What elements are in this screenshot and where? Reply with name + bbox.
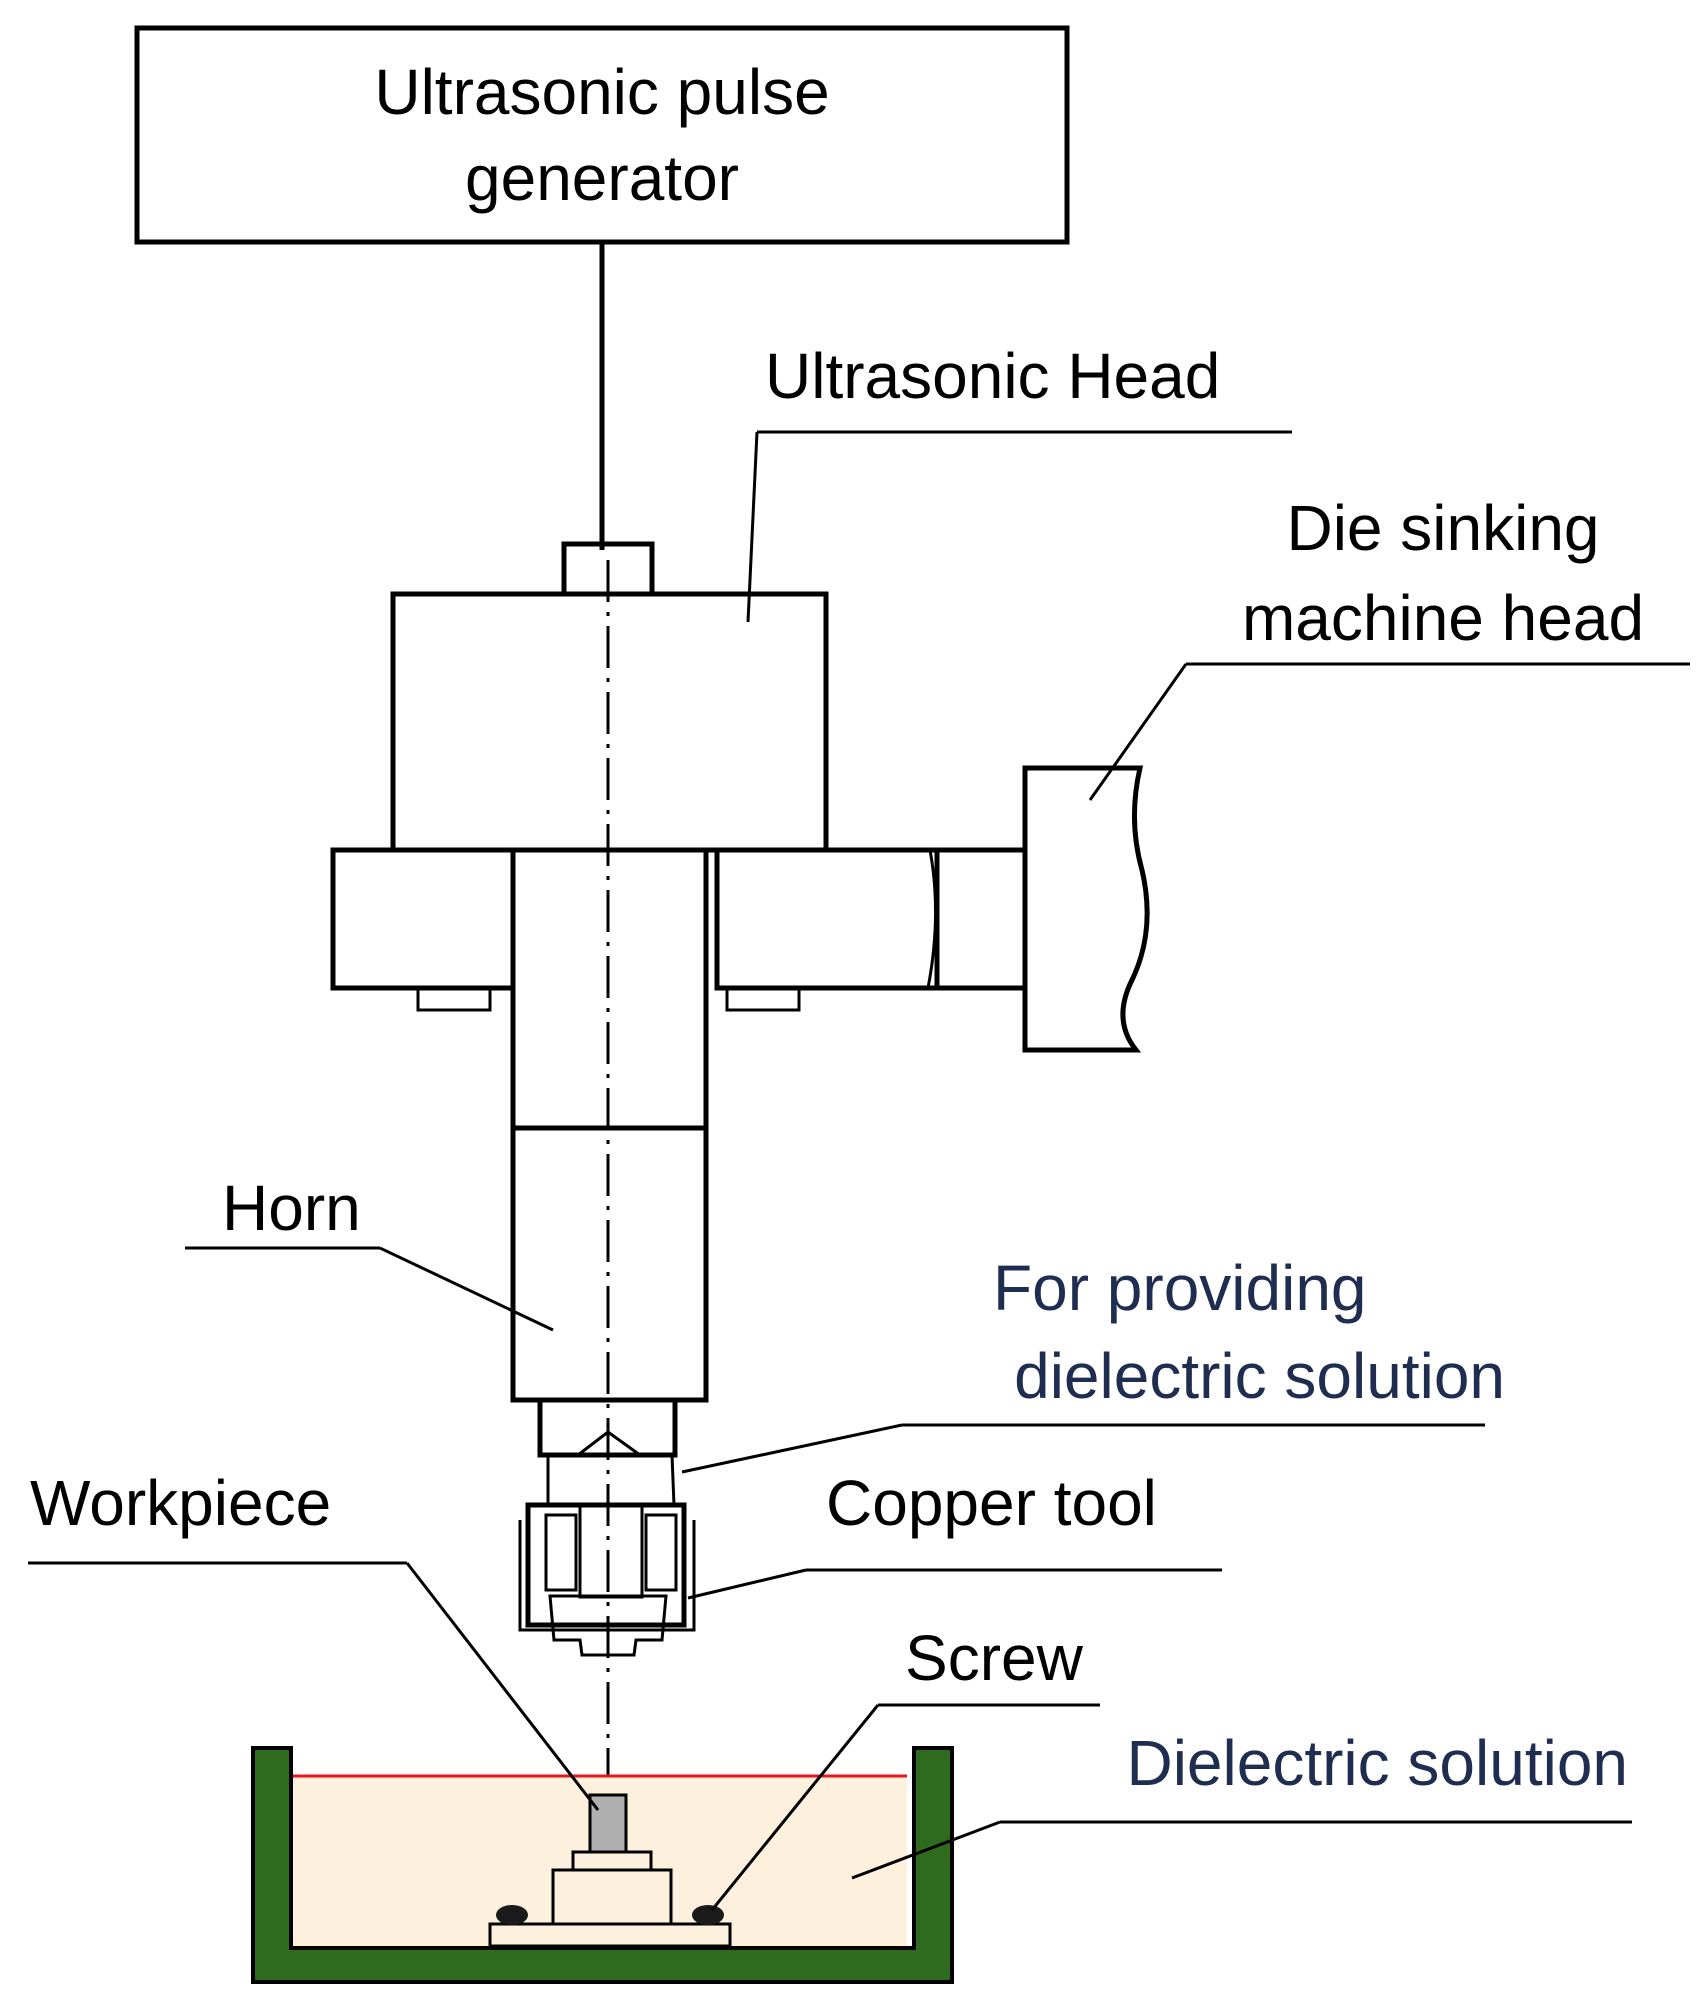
pulse-generator-label-line1: Ultrasonic pulse — [374, 56, 829, 128]
copper-tool-leader — [687, 1568, 807, 1600]
workpiece — [588, 1793, 628, 1854]
die-sinking-machine-head-block — [1022, 765, 1150, 1053]
copper-tool-label: Copper tool — [826, 1467, 1157, 1539]
pulse-generator-box: Ultrasonic pulse generator — [134, 25, 1070, 245]
screw-left — [496, 1905, 528, 1925]
die-sinking-label-line2: machine head — [1242, 582, 1644, 654]
die-sinking-label-line1: Die sinking — [1286, 492, 1599, 564]
workpiece-label: Workpiece — [30, 1467, 331, 1539]
providing-label-line2: dielectric solution — [1014, 1340, 1505, 1412]
die-sinking-leader — [1088, 663, 1188, 801]
screw-label: Screw — [905, 1622, 1084, 1694]
screw-leader — [710, 1704, 880, 1911]
flange-bolt-left — [416, 986, 492, 1012]
screw-right — [692, 1905, 724, 1925]
ultrasonic-head-leader — [746, 431, 759, 623]
pulse-generator-label-line2: generator — [465, 142, 739, 214]
tank-wall — [251, 1746, 954, 1984]
providing-leader — [681, 1423, 903, 1474]
flange-bolt-right — [725, 986, 801, 1012]
ultrasonic-head-label: Ultrasonic Head — [765, 340, 1220, 412]
workpiece-leader — [405, 1562, 600, 1811]
dielectric-solution-label: Dielectric solution — [1126, 1727, 1628, 1799]
horn-label: Horn — [222, 1172, 361, 1244]
providing-label-line1: For providing — [993, 1252, 1367, 1324]
dielectric-solution-leader — [851, 1820, 1001, 1880]
horn-leader — [379, 1246, 554, 1332]
mounting-flange — [330, 847, 1028, 991]
copper-tool — [548, 1594, 668, 1657]
